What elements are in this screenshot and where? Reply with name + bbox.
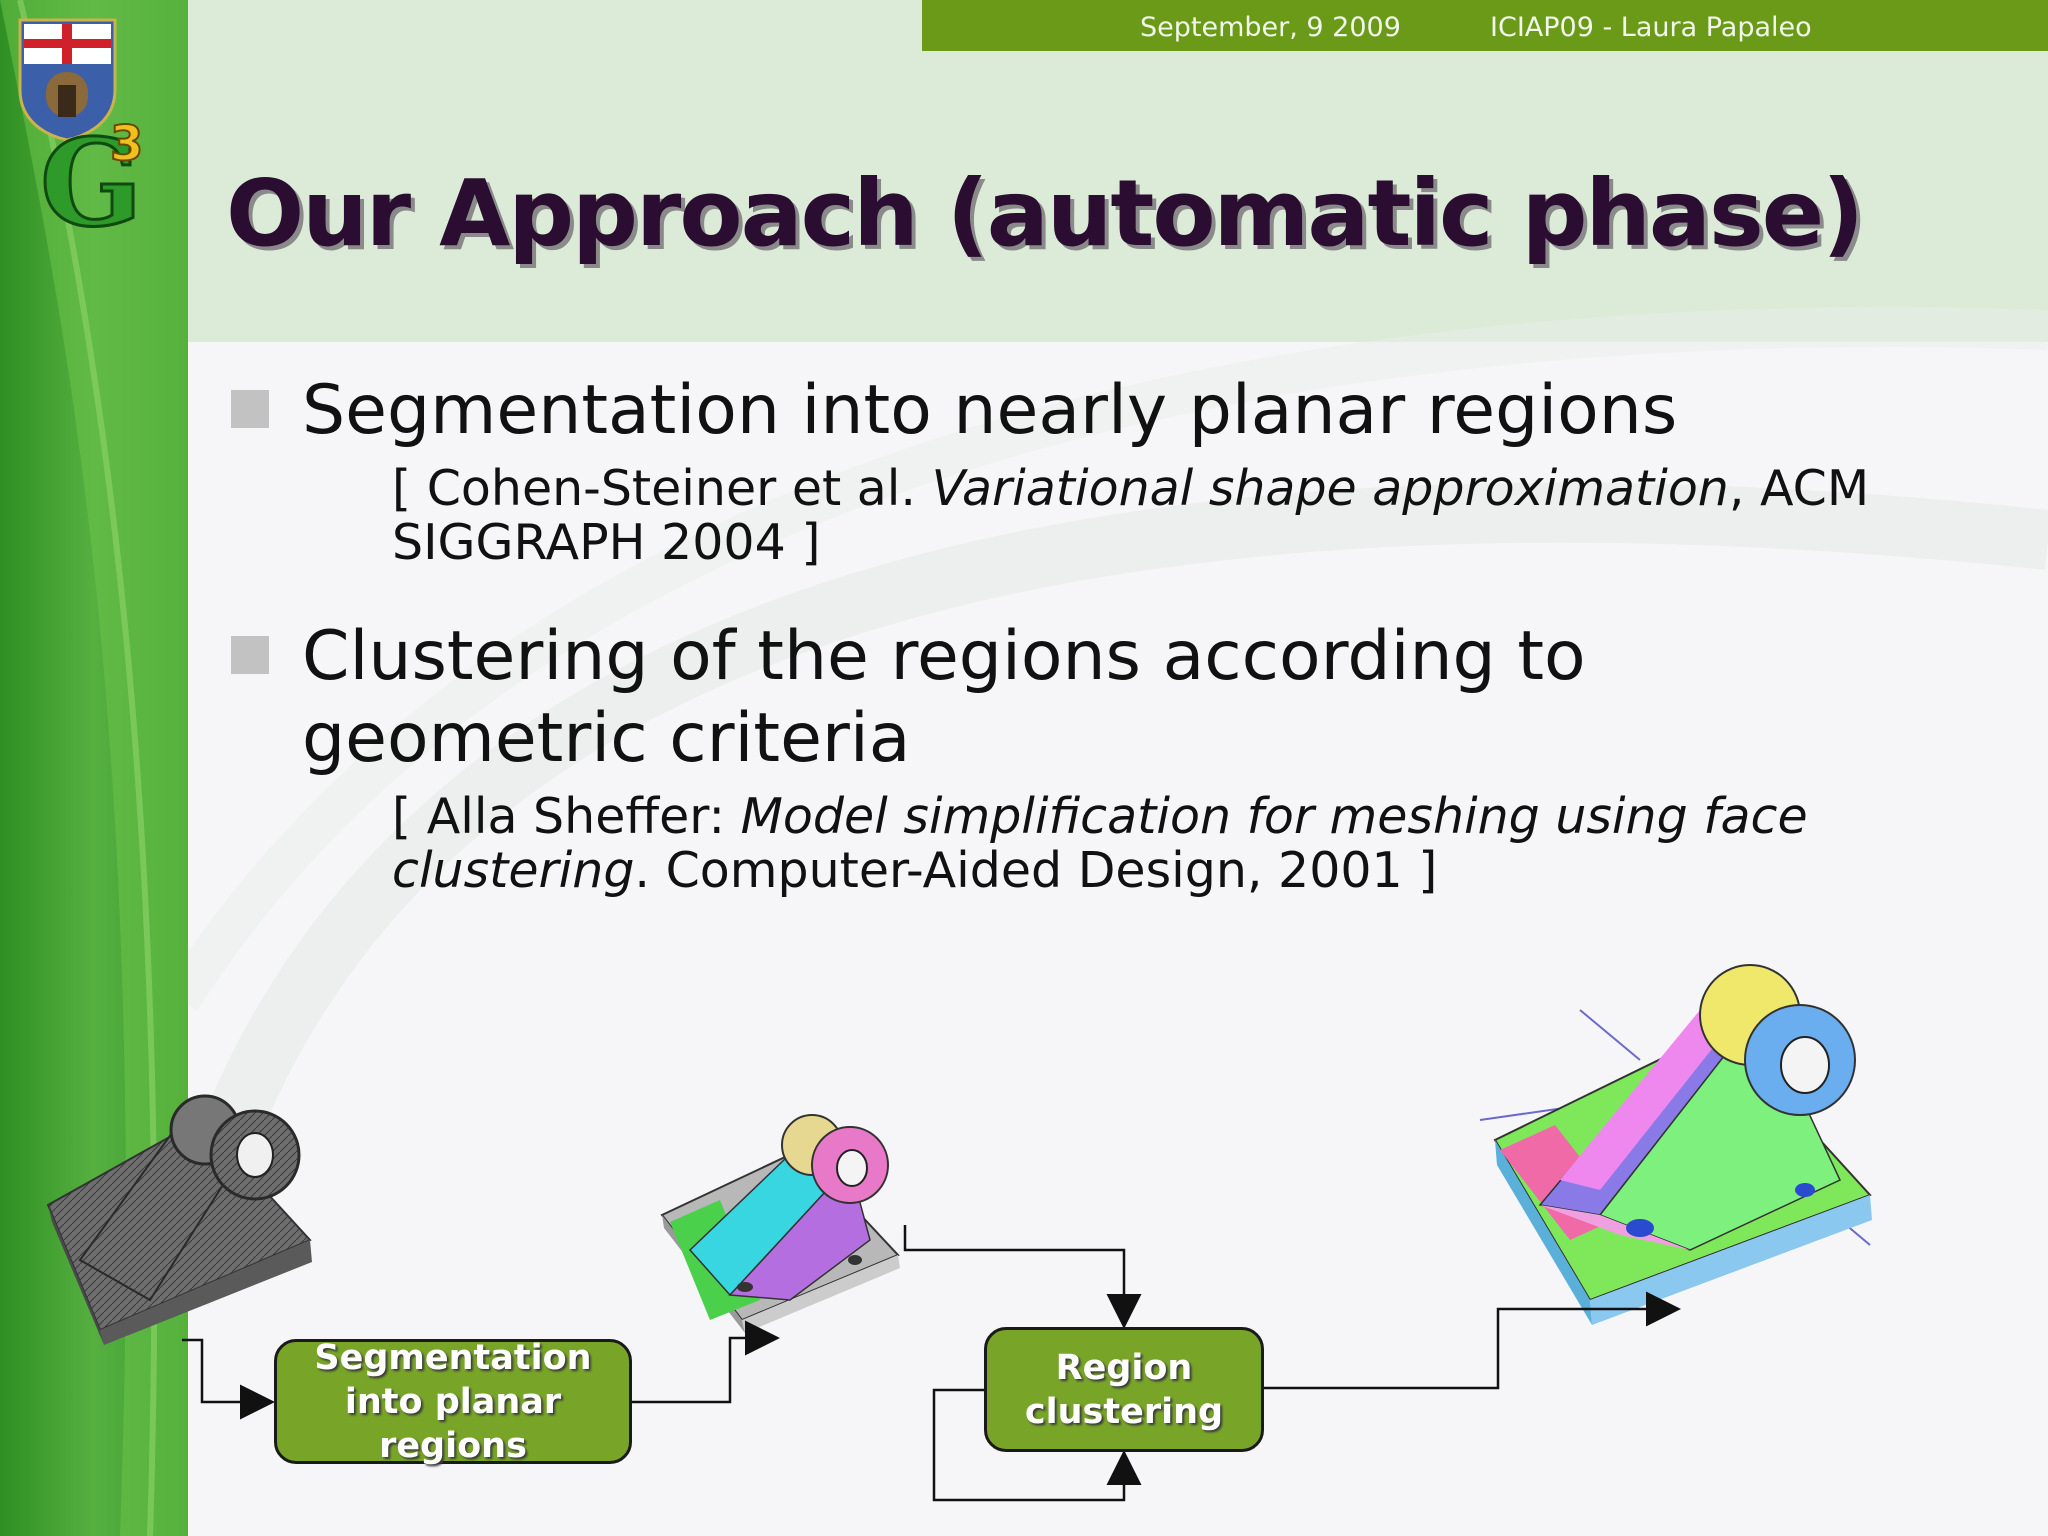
bullet-marker-2 xyxy=(231,636,269,674)
clustered-model xyxy=(1479,964,1872,1325)
bullet-1-reference: [ Cohen-Steiner et al. Variational shape… xyxy=(392,462,1912,570)
connector-segmentation-to-model xyxy=(632,1320,780,1404)
ref-1-title: Variational shape approximation xyxy=(931,460,1729,517)
header-bar xyxy=(922,0,2048,51)
input-mesh-model xyxy=(46,1094,312,1345)
ref-2-title: Model simplification for meshing using f… xyxy=(392,788,1808,899)
step-segmentation-label: Segmentation into planar regions xyxy=(314,1337,592,1466)
connector-clustering-loop xyxy=(932,1388,1142,1502)
ref-2-prefix: [ Alla Sheffer: xyxy=(392,788,741,845)
svg-text:3: 3 xyxy=(110,116,143,172)
bullet-1-text: Segmentation into nearly planar regions xyxy=(302,371,1678,450)
step-region-clustering: Region clustering xyxy=(984,1327,1264,1452)
ref-1-suffix: , ACM SIGGRAPH 2004 ] xyxy=(392,460,1870,571)
bullet-2-text: Clustering of the regions according to g… xyxy=(302,617,1586,778)
ref-1-prefix: [ Cohen-Steiner et al. xyxy=(392,460,932,517)
header-conference: ICIAP09 - Laura Papaleo xyxy=(1490,12,1812,43)
segmented-model xyxy=(660,1114,900,1333)
connector-input-to-segmentation xyxy=(182,1338,275,1420)
connector-clustering-to-output xyxy=(1262,1291,1681,1390)
university-logo: G 3 xyxy=(18,18,144,240)
bullet-2-reference: [ Alla Sheffer: Model simplification for… xyxy=(392,790,1842,898)
step-segmentation: Segmentation into planar regions xyxy=(274,1338,632,1466)
bullet-marker-1 xyxy=(231,390,269,428)
header-date: September, 9 2009 xyxy=(1140,12,1401,43)
slide-title: Our Approach (automatic phase) xyxy=(226,160,1864,267)
ref-2-suffix: . Computer-Aided Design, 2001 ] xyxy=(634,842,1438,899)
svg-text:G: G xyxy=(40,113,142,240)
connector-model-to-clustering xyxy=(903,1225,1142,1329)
step-region-clustering-label: Region clustering xyxy=(1024,1347,1224,1432)
